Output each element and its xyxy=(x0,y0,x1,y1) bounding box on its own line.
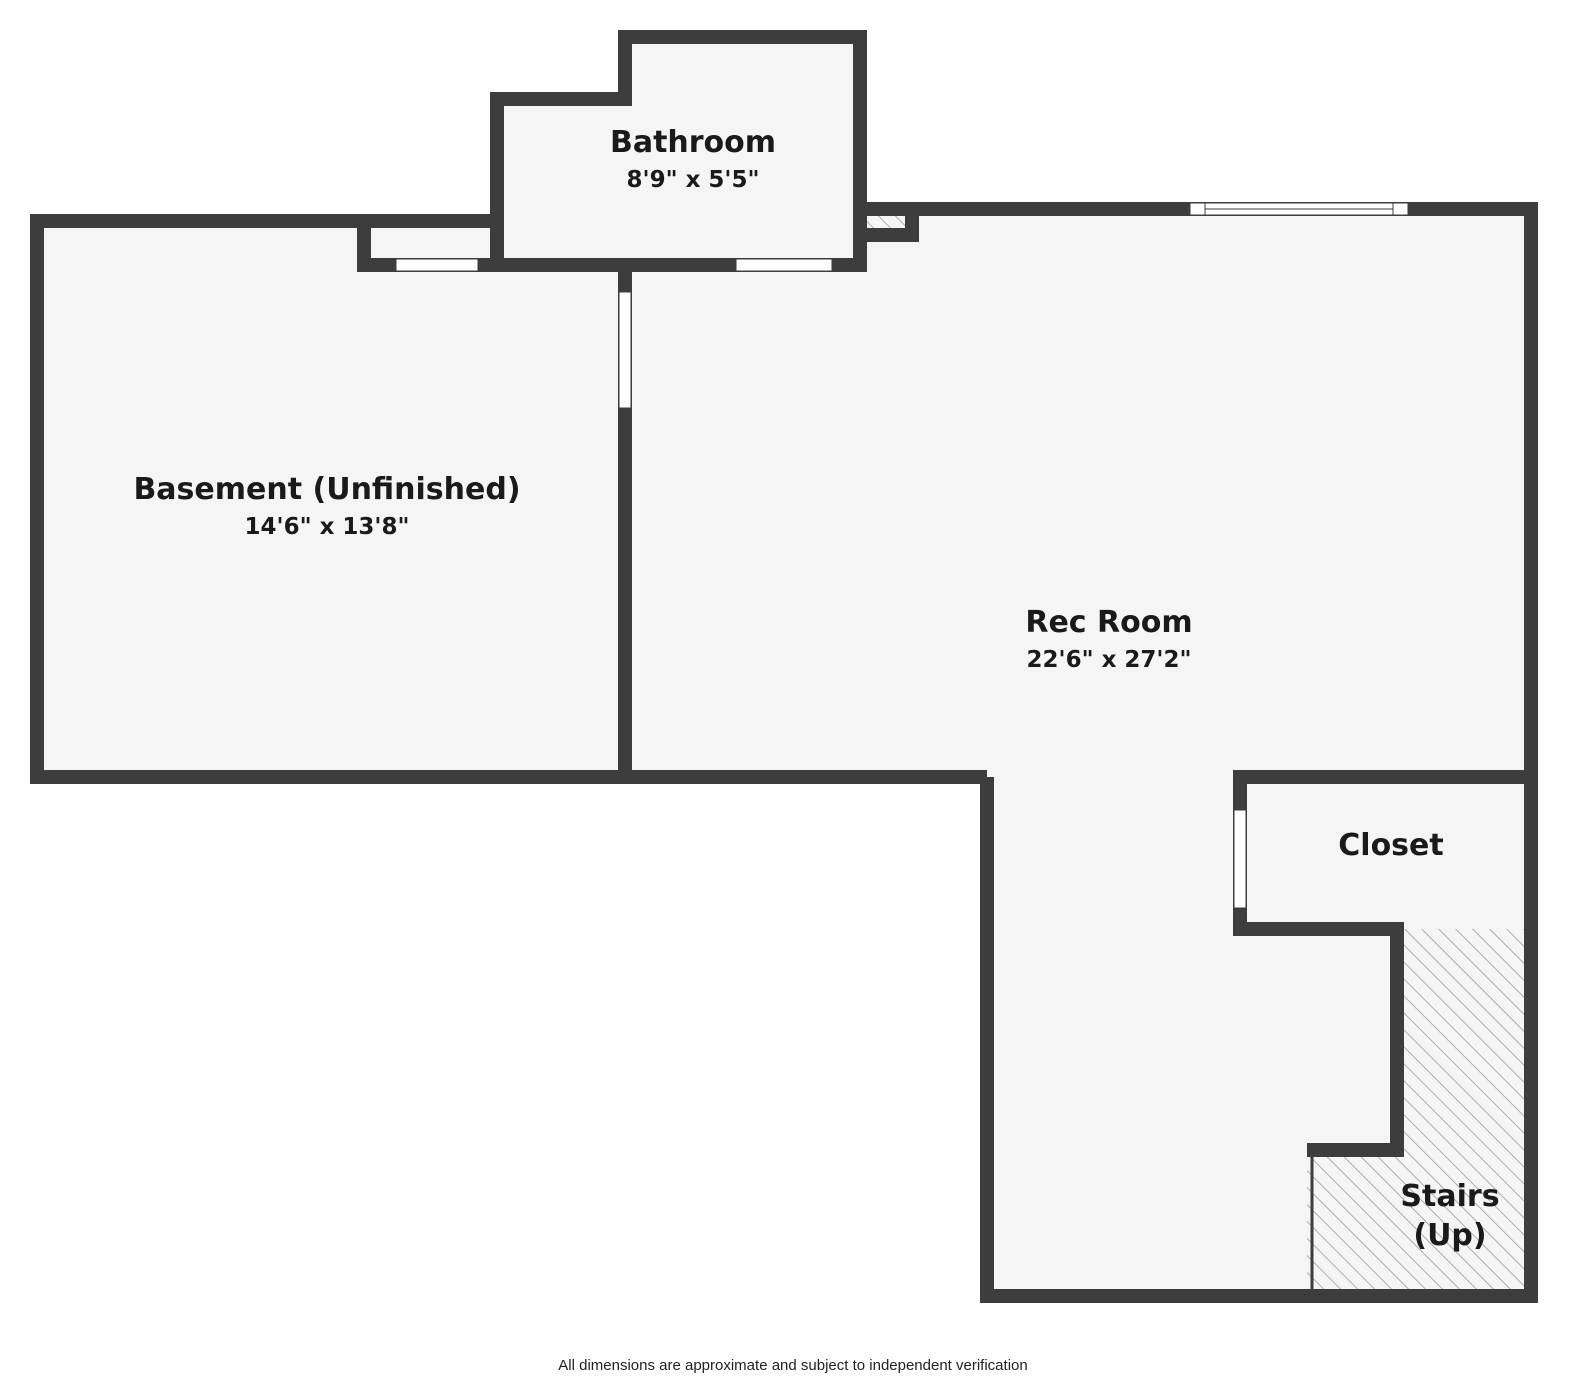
bathroom-label: Bathroom xyxy=(610,125,776,160)
basement-dimensions: 14'6" x 13'8" xyxy=(245,514,410,540)
bathroom-dimensions: 8'9" x 5'5" xyxy=(627,167,760,193)
wall-basement-outer xyxy=(30,214,987,784)
rec-room-label: Rec Room xyxy=(1025,605,1192,640)
wall-closet xyxy=(1233,770,1531,1157)
opening-bathroom-door xyxy=(735,258,833,272)
wall-hatch-box xyxy=(860,209,919,242)
wall-bathroom xyxy=(490,30,867,272)
disclaimer-text: All dimensions are approximate and subje… xyxy=(558,1357,1028,1374)
basement-label: Basement (Unfinished) xyxy=(133,472,520,507)
basement-nook-floor xyxy=(364,221,497,265)
basement-floor xyxy=(37,221,629,777)
opening-basement-door xyxy=(618,291,632,409)
stairs-area xyxy=(1307,929,1531,1296)
rec-room-floor xyxy=(629,209,1531,1296)
closet-floor xyxy=(1240,777,1531,929)
stairs-label-line2: (Up) xyxy=(1413,1218,1486,1253)
floor-areas xyxy=(37,37,1531,1296)
closet-label: Closet xyxy=(1338,828,1443,863)
bathroom-floor xyxy=(497,37,860,265)
stairs-label-line1: Stairs xyxy=(1400,1179,1499,1214)
openings xyxy=(395,202,1409,909)
opening-closet-door xyxy=(1233,809,1247,909)
rec-room-dimensions: 22'6" x 27'2" xyxy=(1027,647,1192,673)
opening-basement-nook xyxy=(395,258,479,272)
